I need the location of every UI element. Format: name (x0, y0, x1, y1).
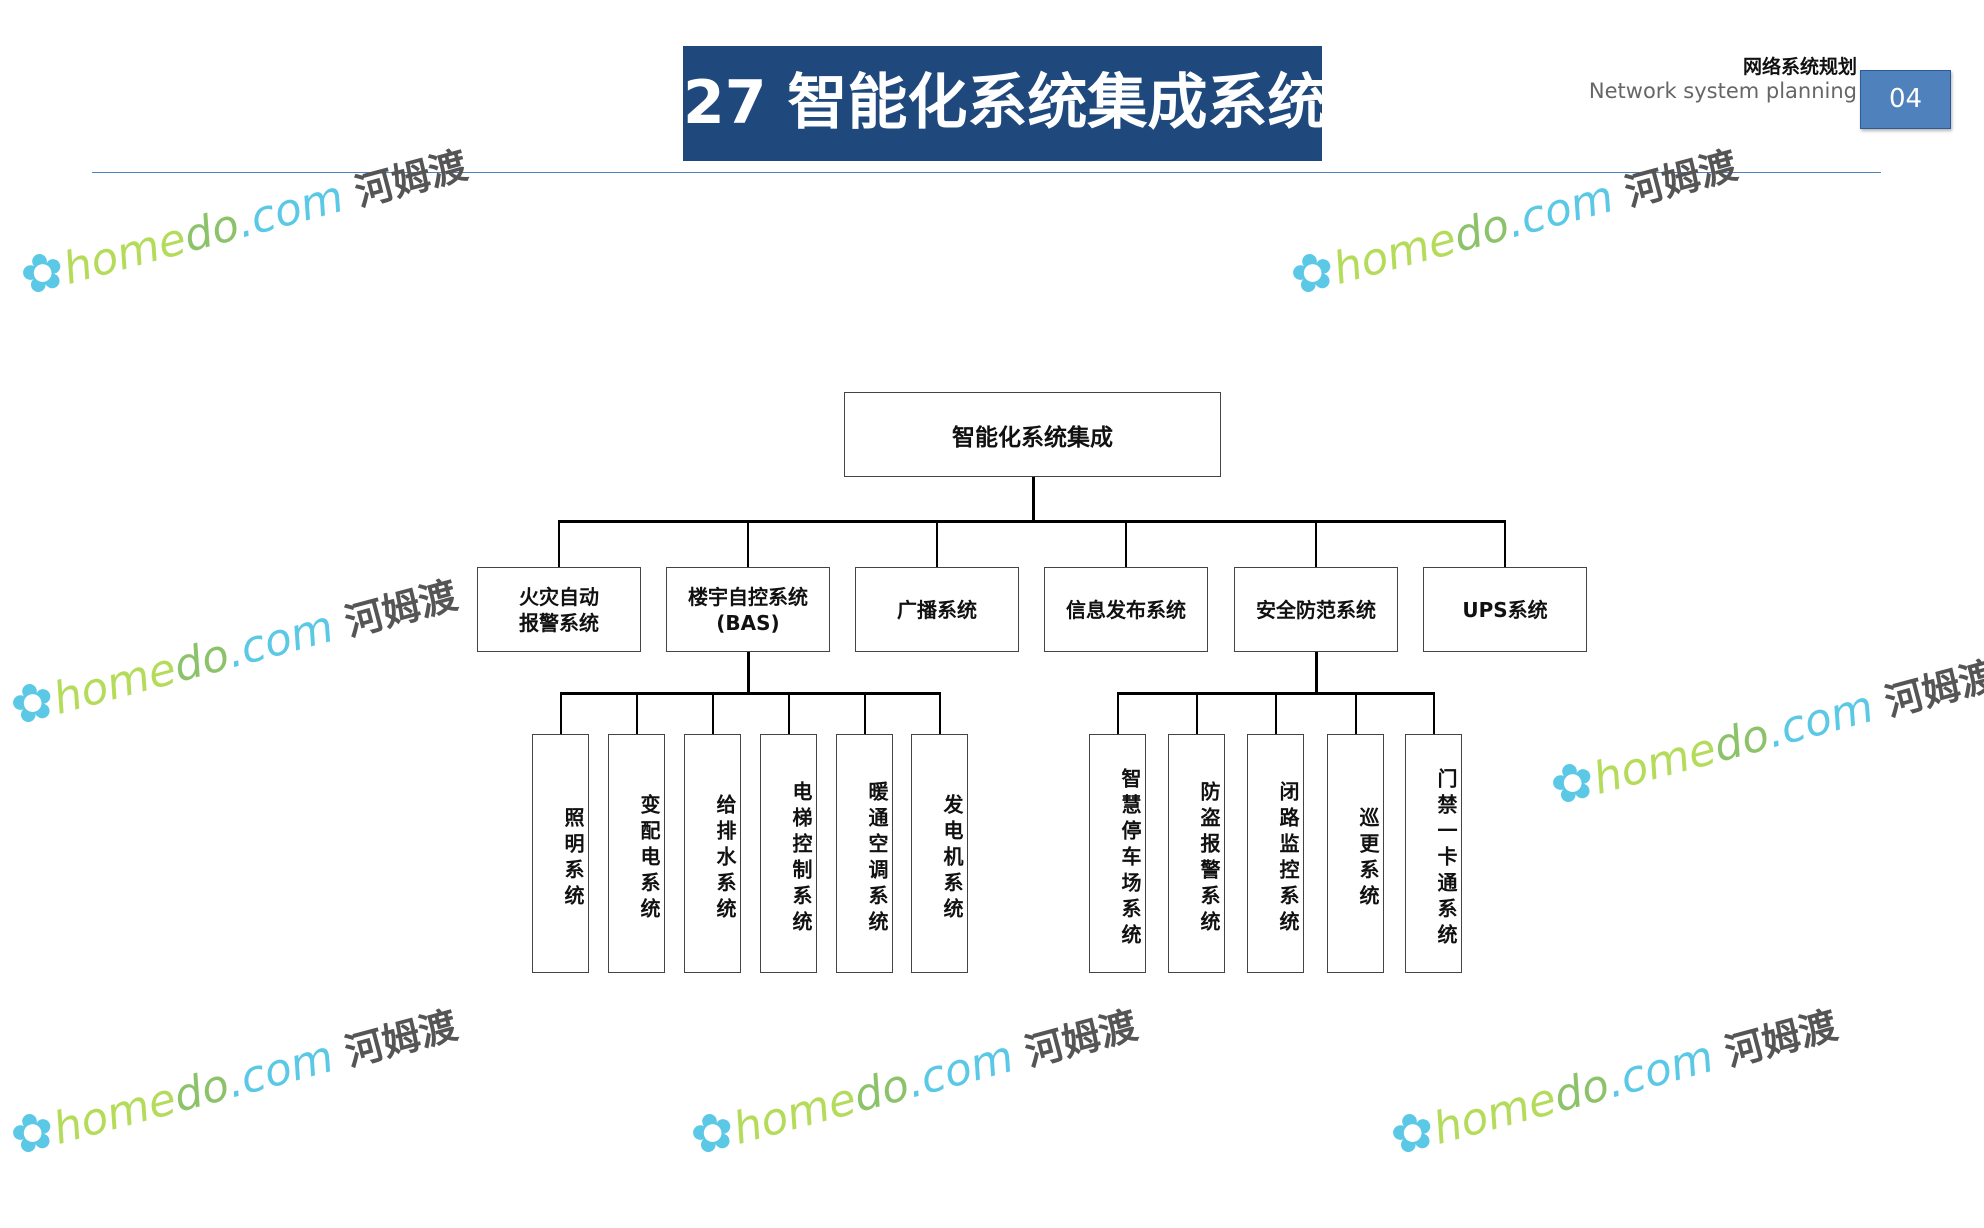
level2-connector (1315, 520, 1317, 567)
watermark-text: .com (1761, 681, 1879, 759)
watermark-text: 河姆渡 (1880, 652, 1984, 725)
level3-node: 巡更系统 (1327, 734, 1384, 973)
section-title-en: Network system planning (1588, 79, 1857, 103)
bas_children-bus (560, 692, 941, 695)
watermark: ✿homedo.com 河姆渡 (1284, 133, 1743, 310)
root-node: 智能化系统集成 (844, 392, 1221, 477)
level3-node: 电梯控制系统 (760, 734, 817, 973)
level3-node: 照明系统 (532, 734, 589, 973)
level3-node: 发电机系统 (911, 734, 968, 973)
watermark-text: .com (1601, 1031, 1719, 1109)
level2-connector (558, 520, 560, 567)
watermark-text: do (1548, 1059, 1615, 1123)
watermark-text: home (1427, 1073, 1562, 1155)
flower-logo-icon: ✿ (1543, 748, 1602, 819)
watermark-text: do (848, 1059, 915, 1123)
level3-node: 暖通空调系统 (836, 734, 893, 973)
watermark-text: home (727, 1073, 862, 1155)
level2-connector (936, 520, 938, 567)
level3-node: 给排水系统 (684, 734, 741, 973)
watermark: ✿homedo.com 河姆渡 (4, 993, 463, 1170)
watermark-text: 河姆渡 (1620, 142, 1742, 215)
level2-connector (747, 520, 749, 567)
watermark: ✿homedo.com 河姆渡 (1544, 643, 1984, 820)
slide-title: 27 智能化系统集成系统 (683, 46, 1322, 161)
watermark-text: do (1448, 199, 1515, 263)
level3-connector (1433, 692, 1435, 734)
bas_children-connector (747, 652, 750, 694)
watermark-text: 河姆渡 (1020, 1002, 1142, 1075)
watermark: ✿homedo.com 河姆渡 (4, 563, 463, 740)
level2-connector (1504, 520, 1506, 567)
flower-logo-icon: ✿ (683, 1098, 742, 1169)
level3-node: 防盗报警系统 (1168, 734, 1225, 973)
level3-node: 变配电系统 (608, 734, 665, 973)
level3-connector (1196, 692, 1198, 734)
security_children-connector (1315, 652, 1318, 694)
watermark: ✿homedo.com 河姆渡 (684, 993, 1143, 1170)
watermark-text: .com (221, 601, 339, 679)
level2-node: 广播系统 (855, 567, 1019, 652)
watermark: ✿homedo.com 河姆渡 (1384, 993, 1843, 1170)
page-number-badge: 04 (1860, 70, 1951, 129)
level3-connector (864, 692, 866, 734)
watermark-text: 河姆渡 (1720, 1002, 1842, 1075)
watermark-text: home (1327, 213, 1462, 295)
level3-connector (560, 692, 562, 734)
level2-connector (1125, 520, 1127, 567)
flower-logo-icon: ✿ (1383, 1098, 1442, 1169)
level3-connector (939, 692, 941, 734)
level3-connector (712, 692, 714, 734)
watermark-text: 河姆渡 (350, 142, 472, 215)
watermark-text: .com (1501, 171, 1619, 249)
watermark-text: .com (231, 171, 349, 249)
watermark-text: do (168, 1059, 235, 1123)
flower-logo-icon: ✿ (13, 238, 72, 309)
watermark-text: home (57, 213, 192, 295)
level3-connector (636, 692, 638, 734)
watermark: ✿homedo.com 河姆渡 (14, 133, 473, 310)
flower-logo-icon: ✿ (3, 1098, 62, 1169)
level3-connector (1117, 692, 1119, 734)
level3-node: 智慧停车场系统 (1089, 734, 1146, 973)
watermark-text: 河姆渡 (340, 1002, 462, 1075)
level2-bus (558, 520, 1505, 523)
watermark-text: do (178, 199, 245, 263)
header-divider (92, 172, 1881, 173)
watermark-text: .com (221, 1031, 339, 1109)
watermark-text: home (47, 1073, 182, 1155)
flower-logo-icon: ✿ (3, 668, 62, 739)
level3-node: 闭路监控系统 (1247, 734, 1304, 973)
level3-connector (1355, 692, 1357, 734)
section-title-cn: 网络系统规划 (1742, 56, 1857, 78)
watermark-text: 河姆渡 (340, 572, 462, 645)
flower-logo-icon: ✿ (1283, 238, 1342, 309)
level3-connector (788, 692, 790, 734)
level2-node: 楼宇自控系统 (BAS) (666, 567, 830, 652)
level3-node: 门禁一卡通系统 (1405, 734, 1462, 973)
watermark-text: home (1587, 723, 1722, 805)
root-connector (1032, 477, 1035, 522)
level2-node: 火灾自动 报警系统 (477, 567, 641, 652)
watermark-text: home (47, 643, 182, 725)
watermark-text: do (168, 629, 235, 693)
level3-connector (1275, 692, 1277, 734)
watermark-text: .com (901, 1031, 1019, 1109)
level2-node: 安全防范系统 (1234, 567, 1398, 652)
watermark-text: do (1708, 709, 1775, 773)
level2-node: UPS系统 (1423, 567, 1587, 652)
level2-node: 信息发布系统 (1044, 567, 1208, 652)
